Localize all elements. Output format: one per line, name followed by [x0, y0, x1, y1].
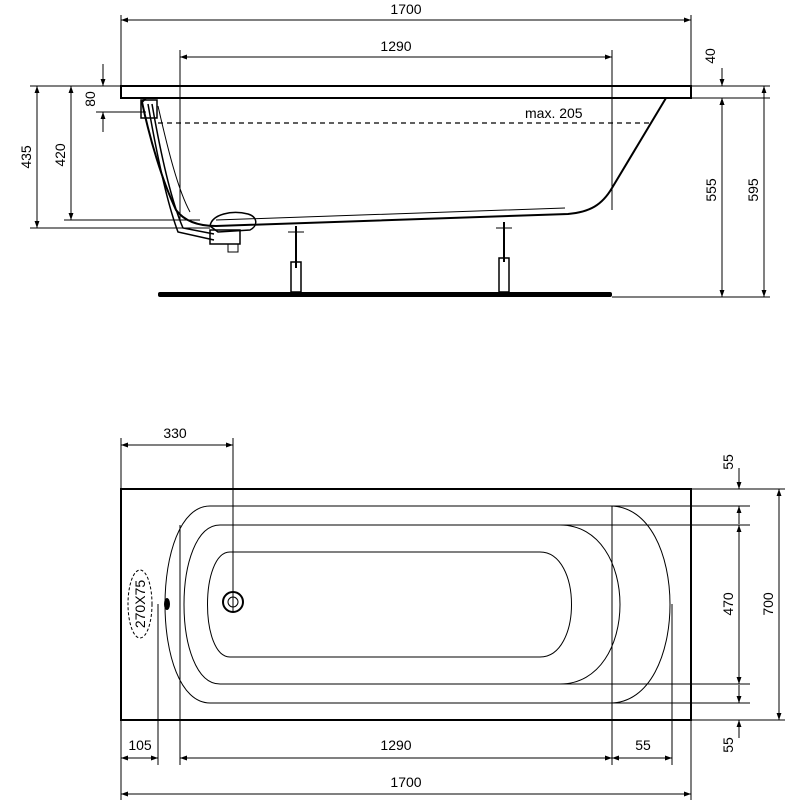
dim-plan-55-bottom: 55	[720, 737, 736, 753]
plan-inner-contour	[183, 524, 621, 685]
waste-fitting	[209, 211, 257, 233]
waste-outlet	[227, 243, 239, 253]
dim-plan-1700: 1700	[390, 774, 421, 790]
support-leg-right	[496, 222, 512, 293]
overflow-head	[140, 99, 158, 119]
plan-floor-contour	[207, 551, 572, 658]
handle-label: 270X75	[132, 580, 148, 628]
dim-side-435: 435	[18, 145, 34, 169]
side-view: max. 205 1700 1290	[18, 1, 770, 298]
plan-outer-contour	[164, 505, 671, 704]
dim-plan-470: 470	[720, 592, 736, 616]
dim-side-80: 80	[82, 91, 98, 107]
dim-plan-105: 105	[128, 737, 152, 753]
tub-body-outline	[140, 97, 667, 228]
dim-side-555: 555	[703, 178, 719, 202]
dim-plan-55-top: 55	[720, 454, 736, 470]
overflow-hole	[164, 598, 170, 610]
max-water-label: max. 205	[525, 105, 583, 121]
dim-plan-1290: 1290	[380, 737, 411, 753]
plan-outer-rim	[120, 488, 692, 721]
plan-view: 270X75 330 55 470 700 55	[120, 425, 785, 800]
dim-side-1290: 1290	[380, 38, 411, 54]
dim-side-40: 40	[702, 48, 718, 64]
overflow-handle	[127, 569, 153, 639]
dim-side-420: 420	[52, 143, 68, 167]
dim-side-595: 595	[745, 178, 761, 202]
waste-trap	[209, 229, 241, 245]
dim-side-1700: 1700	[390, 1, 421, 17]
support-leg-left	[288, 226, 304, 293]
dim-plan-700: 700	[760, 592, 776, 616]
dim-plan-55-right: 55	[635, 737, 651, 753]
tub-rim	[120, 85, 692, 99]
floor-line	[158, 292, 612, 297]
dim-plan-330: 330	[163, 425, 187, 441]
tub-inner-line	[157, 105, 566, 221]
